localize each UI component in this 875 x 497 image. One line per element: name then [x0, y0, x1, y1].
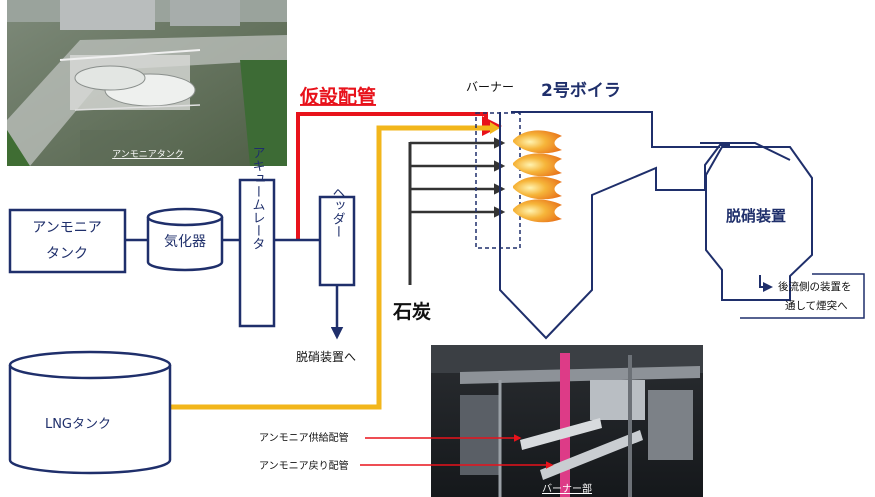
ammonia-tank-box: アンモニア タンク [8, 208, 127, 274]
vaporizer: 気化器 [146, 207, 224, 272]
to-denox-label: 脱硝装置へ [296, 349, 356, 364]
accumulator: アキュームレータ [238, 146, 276, 328]
accumulator-label: アキュームレータ [250, 146, 265, 250]
ammonia-tank-photo: アンモニアタンク [7, 0, 287, 166]
burner-box [475, 112, 521, 249]
denox-label: 脱硝装置 [726, 207, 786, 225]
boiler-label: 2号ボイラ [541, 81, 621, 101]
header: ヘッダー [318, 186, 356, 287]
return-pipe-label: アンモニア戻り配管 [259, 459, 349, 472]
top-photo-caption: アンモニアタンク [112, 149, 184, 160]
lng-tank-label: LNGタンク [45, 417, 111, 432]
burner-section-photo: バーナー部 [431, 345, 703, 497]
temporary-pipe-label: 仮設配管 [299, 85, 376, 108]
coal-feed [408, 137, 506, 285]
header-label: ヘッダー [330, 186, 346, 238]
lng-pipe [90, 125, 490, 410]
denox-unit: 脱硝装置 [705, 146, 865, 319]
ammonia-tank-label-2: タンク [46, 246, 88, 262]
ammonia-tank-label-1: アンモニア [32, 220, 101, 236]
lng-tank: LNGタンク [8, 350, 172, 475]
burner-label: バーナー [466, 80, 514, 94]
boiler-outline [499, 111, 791, 340]
downstream-label-1: 後流側の装置を [778, 280, 852, 293]
downstream-label-2: 通して煙突へ [785, 299, 848, 312]
coal-label: 石炭 [392, 301, 431, 323]
bottom-photo-caption: バーナー部 [542, 482, 592, 495]
supply-pipe-label: アンモニア供給配管 [259, 431, 349, 444]
burner-flames [513, 130, 562, 223]
downstream-arrow [759, 275, 773, 292]
vaporizer-label: 気化器 [164, 234, 206, 250]
